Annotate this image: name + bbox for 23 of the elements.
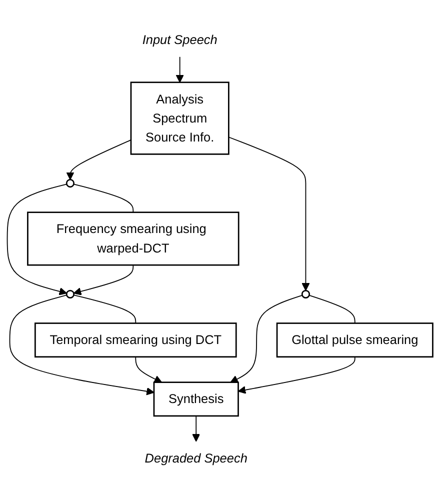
arrow bbox=[6, 184, 68, 296]
arrow bbox=[192, 416, 200, 442]
arrow bbox=[66, 140, 132, 180]
arrow bbox=[176, 56, 184, 84]
arrow bbox=[238, 356, 356, 394]
arrow bbox=[228, 137, 310, 292]
node-text: Input Speech bbox=[142, 32, 218, 48]
node-box: Analysis Spectrum Source Info. bbox=[130, 82, 230, 156]
connector bbox=[308, 295, 356, 324]
node-box: Temporal smearing using DCT bbox=[34, 322, 237, 358]
node-text: Degraded Speech bbox=[144, 450, 248, 466]
node-box: Frequency smearing using warped-DCT bbox=[27, 212, 240, 266]
arrow bbox=[230, 295, 303, 384]
arrow bbox=[9, 294, 154, 396]
arrow bbox=[135, 356, 162, 384]
node-circle bbox=[66, 179, 75, 188]
connector bbox=[73, 294, 136, 324]
node-box: Glottal pulse smearing bbox=[276, 322, 434, 358]
arrow bbox=[73, 264, 134, 296]
node-circle bbox=[301, 290, 310, 299]
connector bbox=[73, 184, 134, 214]
node-circle bbox=[66, 290, 75, 299]
node-box: Synthesis bbox=[153, 382, 239, 417]
